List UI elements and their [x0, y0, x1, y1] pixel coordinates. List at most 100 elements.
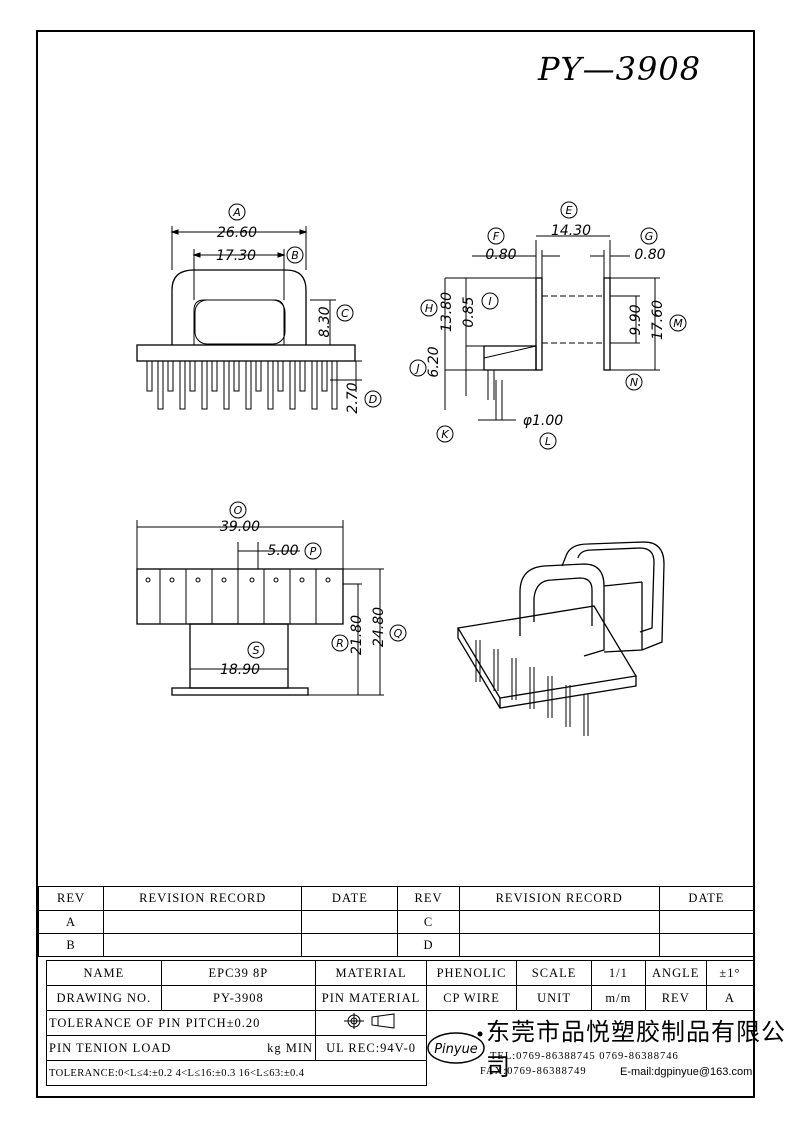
circle-label-f: F	[493, 230, 500, 243]
circle-label-h: H	[425, 302, 433, 315]
scale-value: 1/1	[591, 960, 646, 986]
name-label: NAME	[46, 960, 162, 986]
pin	[245, 360, 252, 410]
unit-label: UNIT	[516, 985, 593, 1011]
record-cell	[103, 910, 303, 934]
dim-13-80: 13.80	[439, 292, 455, 332]
pin	[179, 360, 186, 410]
dim-2-70: 2.70	[345, 382, 361, 413]
pin	[321, 360, 328, 392]
rev-value: A	[705, 985, 755, 1011]
dim-21-80: 21.80	[349, 615, 365, 655]
circle-label-j: J	[414, 362, 419, 375]
pin	[311, 360, 318, 410]
record-cell	[458, 910, 660, 934]
drawing-no-label: DRAWING NO.	[46, 985, 162, 1011]
rev-cell: A	[37, 910, 105, 934]
pin	[255, 360, 262, 392]
pin-load: PIN TENION LOAD kg MIN	[45, 1035, 317, 1061]
dim-14-30: 14.30	[551, 223, 591, 239]
dim-0-80-right: 0.80	[634, 247, 665, 263]
dim-1-00: φ1.00	[523, 413, 564, 429]
revision-table: REV REVISION RECORD DATE REV REVISION RE…	[37, 886, 755, 957]
pin-hole	[325, 577, 331, 583]
dim-0-85: 0.85	[461, 296, 477, 327]
pin	[299, 360, 306, 392]
unit-value: m/m	[591, 985, 646, 1011]
circle-label-s: S	[253, 644, 260, 657]
record-cell	[458, 933, 660, 957]
rev-cell: B	[37, 933, 105, 957]
date-cell	[301, 933, 399, 957]
company-logo: Pinyue	[427, 1031, 485, 1064]
rev-header: REV	[37, 886, 105, 911]
material-label: MATERIAL	[315, 960, 427, 986]
pin	[233, 360, 240, 392]
pin-hole	[169, 577, 175, 583]
dim-5-00: 5.00	[267, 543, 298, 559]
tolerance-symbols	[315, 1010, 427, 1036]
company-fax: FAX:0769-86388749	[480, 1066, 587, 1077]
rev-label: REV	[644, 985, 707, 1011]
pin-hole	[145, 577, 151, 583]
drawing-no-value: PY-3908	[160, 985, 317, 1011]
circle-label-c: C	[341, 307, 349, 320]
date-header: DATE	[658, 886, 755, 911]
pin	[157, 360, 164, 410]
projection-symbol-icon	[344, 1013, 395, 1029]
pin	[211, 360, 218, 392]
name-value: EPC39 8P	[160, 960, 317, 986]
rev-cell: D	[397, 933, 460, 957]
isometric-view	[456, 541, 665, 736]
revision-record-header: REVISION RECORD	[458, 886, 660, 911]
dim-17-30: 17.30	[216, 248, 256, 264]
pin	[223, 360, 230, 410]
company-tel: TEL:0769-86388745 0769-86388746	[490, 1051, 679, 1062]
pin-hole	[299, 577, 305, 583]
dim-6-20: 6.20	[426, 346, 442, 377]
pin-hole	[195, 577, 201, 583]
pin-material-label: PIN MATERIAL	[315, 985, 427, 1011]
pin	[331, 360, 338, 410]
tolerance-pitch: TOLERANCE OF PIN PITCH±0.20	[45, 1010, 317, 1036]
tolerance-line: TOLERANCE:0<L≤4:±0.2 4<L≤16:±0.3 16<L≤63…	[46, 1060, 427, 1086]
date-cell	[658, 933, 755, 957]
pin-hole	[273, 577, 279, 583]
front-view	[136, 203, 382, 410]
date-cell	[658, 910, 755, 934]
angle-label: ANGLE	[644, 960, 707, 986]
pin-hole	[221, 577, 227, 583]
circle-label-n: N	[630, 376, 638, 389]
circle-label-i: I	[488, 295, 491, 308]
dim-24-80: 24.80	[371, 607, 387, 647]
pin-load-unit: kg MIN	[267, 1040, 314, 1055]
drawing-title: PY—3908	[538, 50, 702, 88]
dim-17-60: 17.60	[650, 300, 666, 340]
date-header: DATE	[301, 886, 399, 911]
record-cell	[103, 933, 303, 957]
circle-label-r: R	[336, 637, 344, 650]
drawing-frame	[36, 30, 755, 1098]
ul-rec: UL REC:94V-0	[315, 1035, 427, 1061]
pin	[167, 360, 174, 392]
side-view	[409, 201, 687, 450]
pin-load-label: PIN TENION LOAD	[49, 1040, 172, 1055]
dim-39-00: 39.00	[220, 519, 260, 535]
bottom-view	[136, 501, 407, 696]
revision-record-header: REVISION RECORD	[103, 886, 303, 911]
pin	[267, 360, 274, 410]
pin-hole	[249, 577, 255, 583]
pin	[289, 360, 296, 410]
date-cell	[301, 910, 399, 934]
circle-label-d: D	[369, 393, 377, 406]
circle-label-g: G	[645, 230, 654, 243]
rev-cell: C	[397, 910, 460, 934]
pin	[201, 360, 208, 410]
scale-label: SCALE	[516, 960, 593, 986]
info-table: NAME EPC39 8P MATERIAL PHENOLIC SCALE 1/…	[45, 960, 755, 1086]
circle-label-b: B	[291, 249, 299, 262]
pin	[277, 360, 284, 392]
pin	[189, 360, 196, 392]
pin-material-value: CP WIRE	[425, 985, 518, 1011]
company-name: 东莞市品悦塑胶制品有限公司	[486, 1018, 786, 1081]
